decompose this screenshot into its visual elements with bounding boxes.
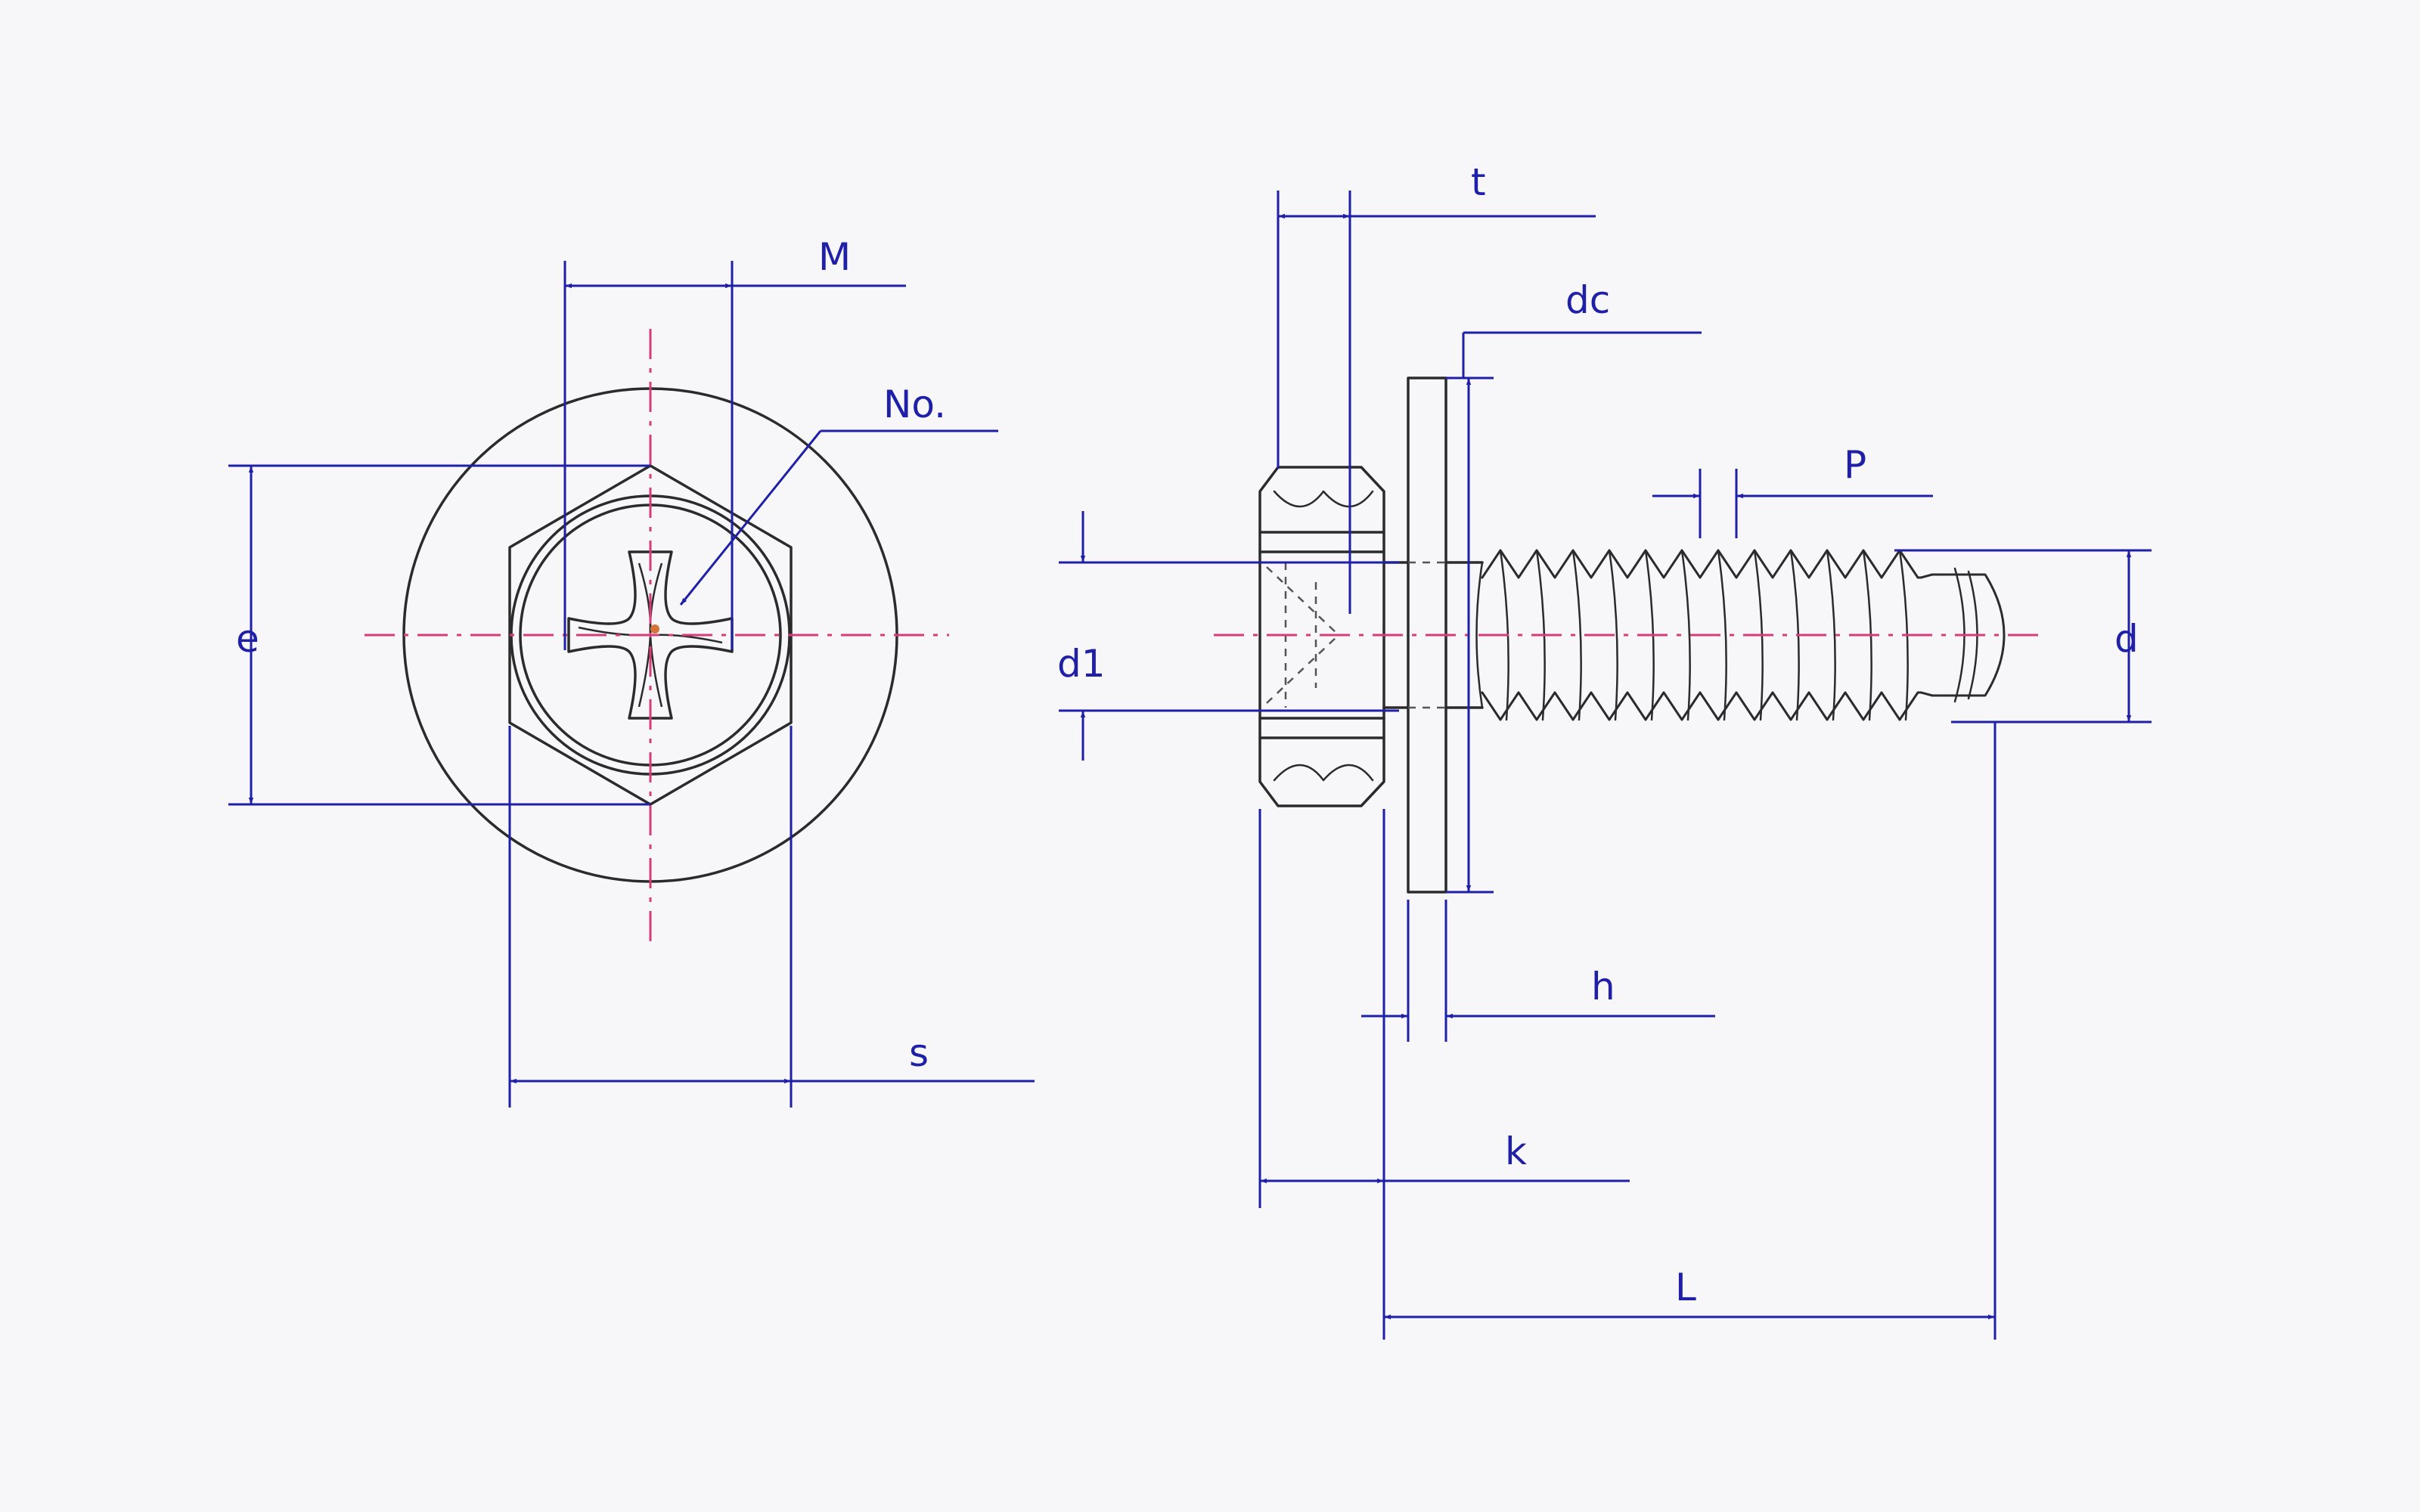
front-view bbox=[228, 261, 1035, 1108]
hex-head-side bbox=[1258, 466, 1385, 807]
phillips-recess-icon bbox=[567, 550, 734, 720]
thread-flank bbox=[1717, 549, 1727, 721]
thread-flank bbox=[1680, 549, 1691, 721]
thread-flank bbox=[1571, 549, 1582, 721]
label-d: d bbox=[2114, 617, 2139, 661]
side-view bbox=[1059, 191, 2152, 1340]
label-no: No. bbox=[883, 383, 946, 426]
label-h: h bbox=[1591, 965, 1615, 1009]
label-p: P bbox=[1844, 443, 1866, 487]
label-m: M bbox=[818, 235, 851, 279]
label-s: s bbox=[909, 1031, 929, 1075]
label-e: e bbox=[236, 617, 259, 661]
label-t: t bbox=[1471, 160, 1486, 204]
label-k: k bbox=[1505, 1129, 1527, 1173]
thread-flank bbox=[1608, 549, 1618, 721]
thread-flank bbox=[1826, 549, 1836, 721]
label-l: L bbox=[1675, 1266, 1696, 1309]
label-dc: dc bbox=[1565, 278, 1610, 322]
label-d1: d1 bbox=[1057, 642, 1106, 686]
